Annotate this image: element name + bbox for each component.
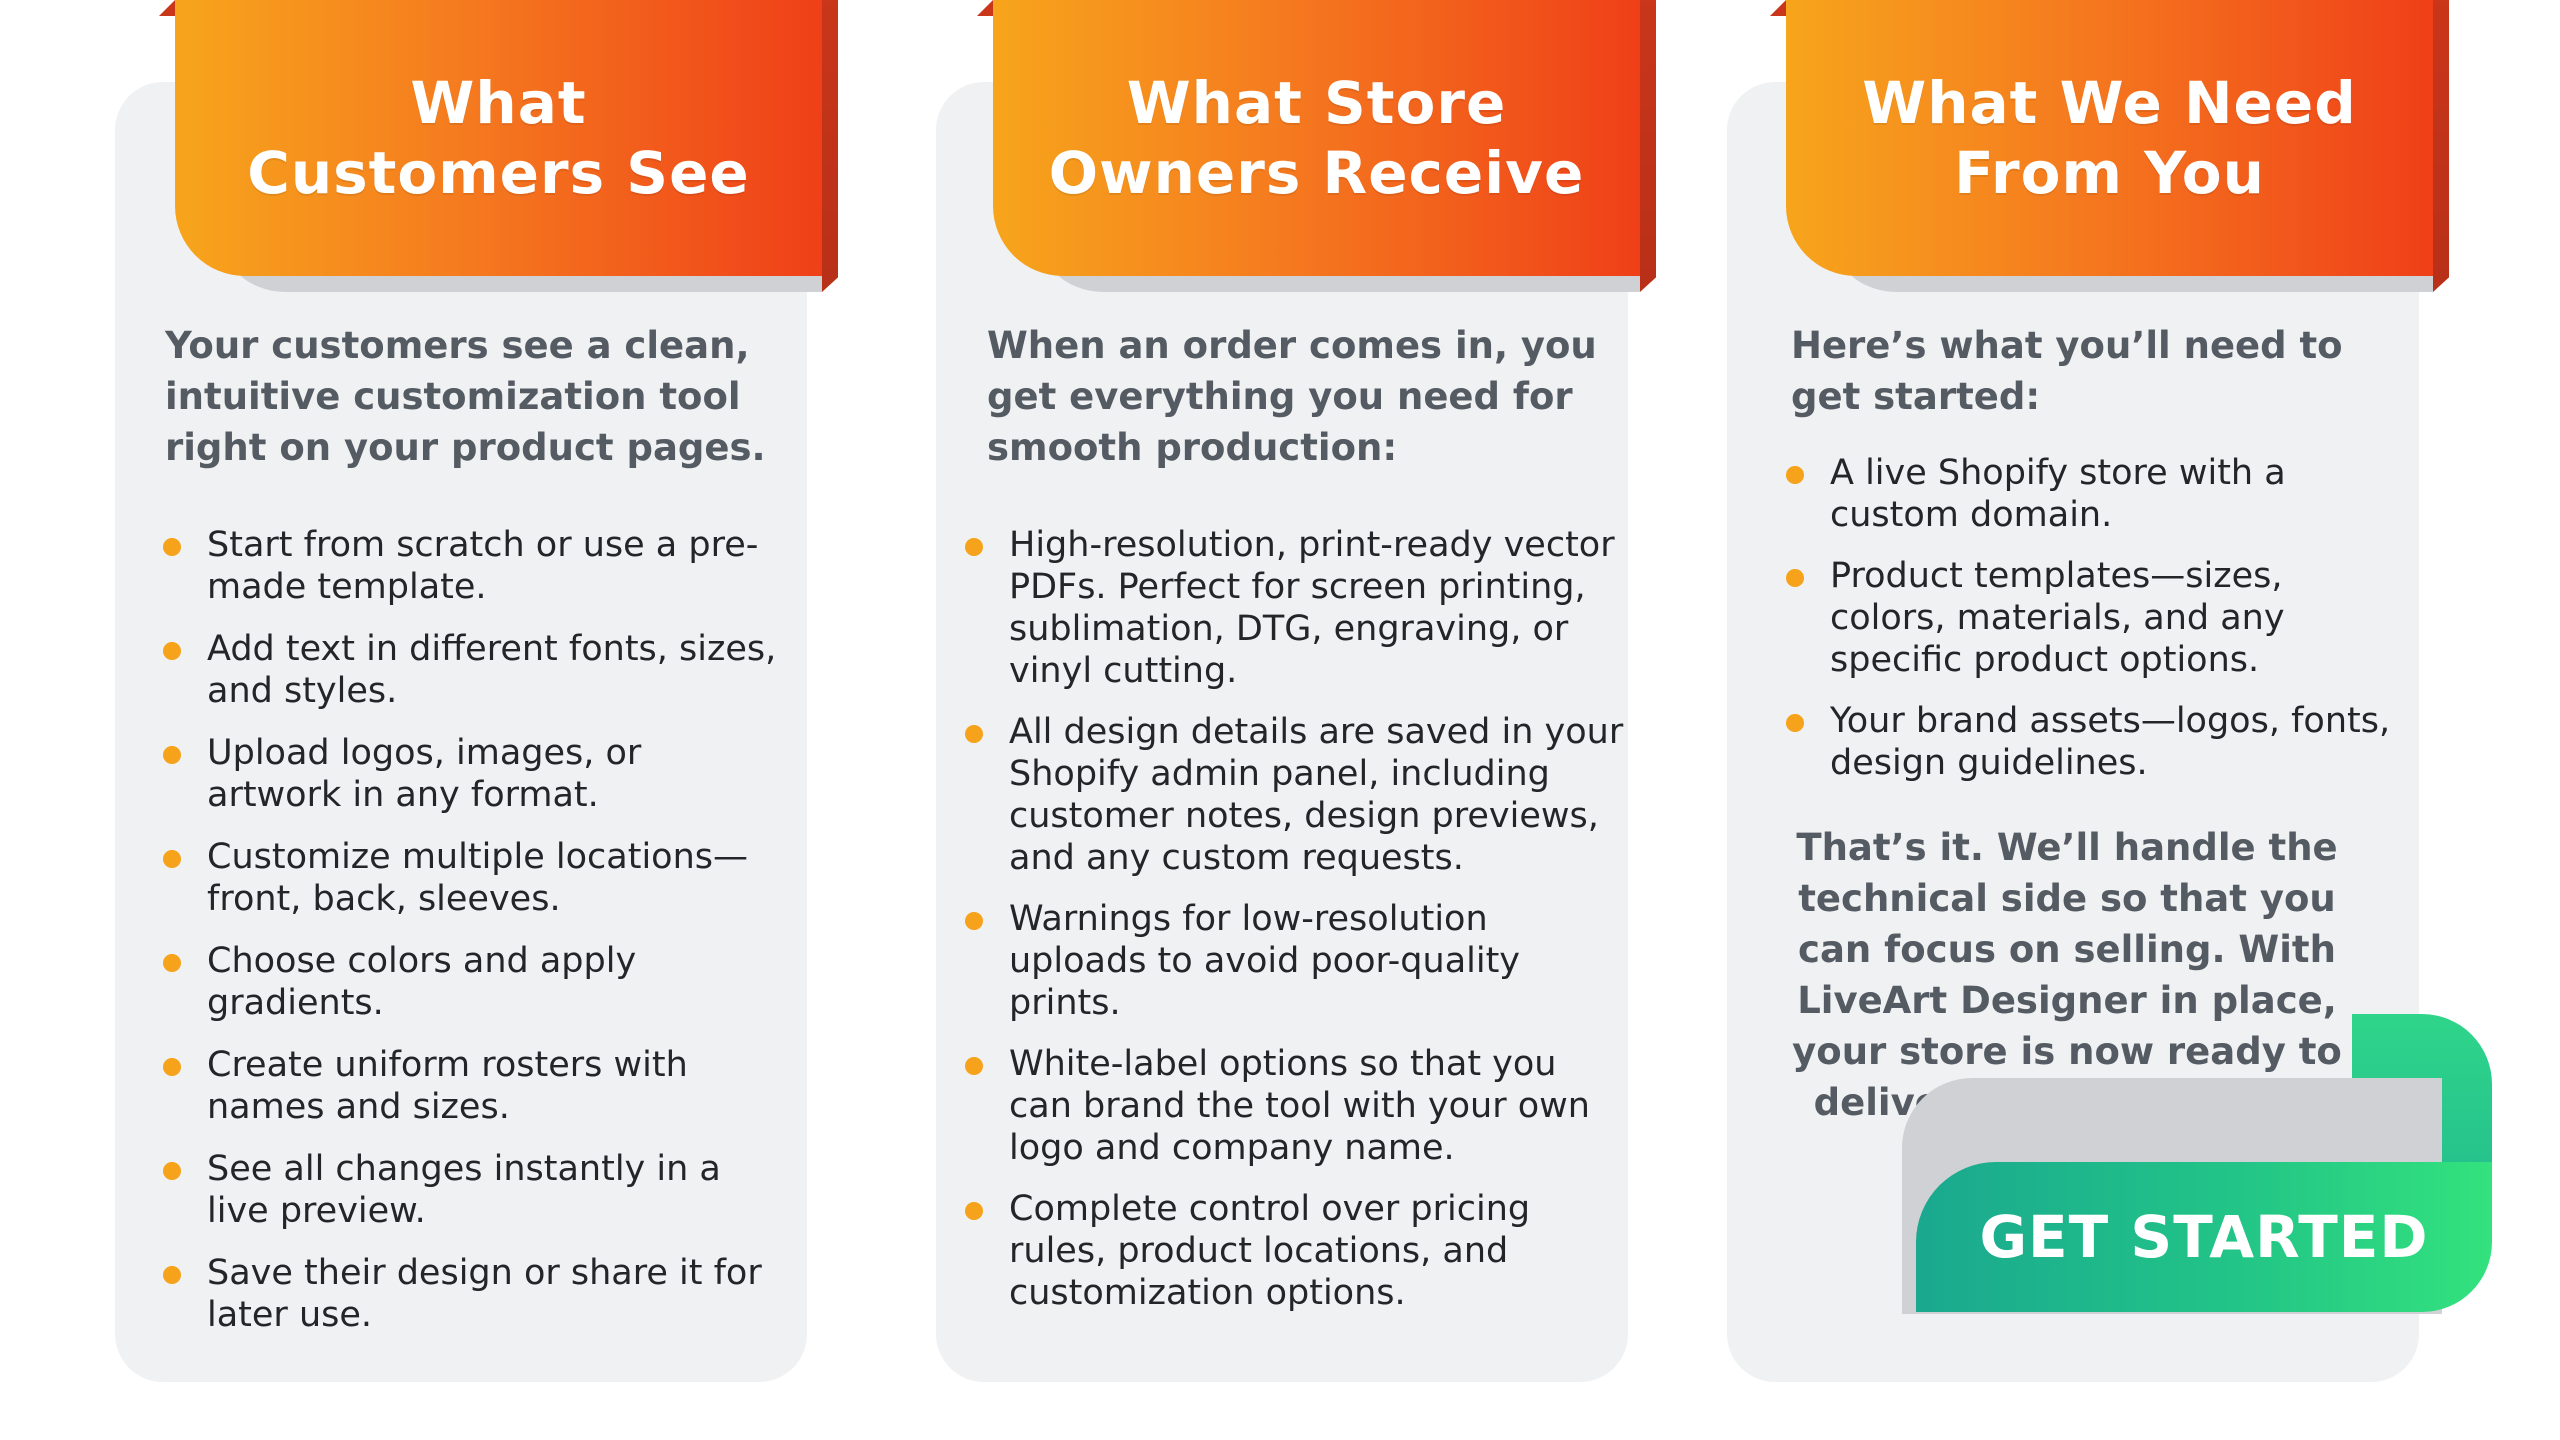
list-item: Choose colors and apply gradients. [163, 940, 783, 1024]
list-item: Complete control over pricing rules, pro… [965, 1188, 1625, 1314]
banner-title-requirements: What We Need From You [1830, 68, 2390, 208]
banner-title-customers: What Customers See [219, 68, 779, 208]
bullet-icon [1786, 466, 1804, 484]
banner-title-line1: What [410, 69, 587, 137]
list-item: A live Shopify store with a custom domai… [1786, 452, 2406, 536]
intro-store-owners: When an order comes in, you get everythi… [987, 324, 1597, 469]
list-item: Add text in different fonts, sizes, and … [163, 628, 783, 712]
bullet-icon [163, 1266, 181, 1284]
bullet-icon [163, 850, 181, 868]
banner-title-line1: What We Need [1862, 69, 2357, 137]
bullet-icon [163, 954, 181, 972]
bullet-icon [1786, 569, 1804, 587]
list-item: Save their design or share it for later … [163, 1252, 783, 1336]
banner-requirements: What We Need From You [1770, 0, 2449, 292]
intro-requirements: Here’s what you’ll need to get started: [1791, 324, 2343, 418]
list-item: Create uniform rosters with names and si… [163, 1044, 783, 1128]
list-item: Upload logos, images, or artwork in any … [163, 732, 783, 816]
cta-area: GET STARTED [1902, 1014, 2492, 1314]
bullet-icon [163, 1162, 181, 1180]
card-customers [115, 82, 807, 1382]
bullet-icon [163, 1058, 181, 1076]
list-item: See all changes instantly in a live prev… [163, 1148, 783, 1232]
get-started-button[interactable]: GET STARTED [1916, 1162, 2492, 1312]
banner-customers: What Customers See [159, 0, 838, 292]
banner-title-line1: What Store [1126, 69, 1507, 137]
bullet-icon [163, 538, 181, 556]
requirements-list: A live Shopify store with a custom domai… [1786, 452, 2406, 803]
feature-list-customers: Start from scratch or use a pre-made tem… [163, 524, 783, 1356]
list-item: White-label options so that you can bran… [965, 1043, 1625, 1169]
list-item: Warnings for low-resolution uploads to a… [965, 898, 1625, 1024]
intro-customers: Your customers see a clean, intuitive cu… [165, 324, 766, 469]
bullet-icon [965, 725, 983, 743]
card-store-owners [936, 82, 1628, 1382]
banner-title-line2: Owners Receive [1048, 139, 1585, 207]
closing-text: That’s it. We’ll handle the technical si… [1792, 826, 2342, 1175]
bullet-icon [965, 912, 983, 930]
list-item: Product templates—sizes, colors, materia… [1786, 555, 2406, 681]
bullet-icon [965, 538, 983, 556]
banner-store-owners: What Store Owners Receive [977, 0, 1656, 292]
bullet-icon [1786, 714, 1804, 732]
banner-title-line2: Customers See [247, 139, 750, 207]
list-item: Customize multiple locations—front, back… [163, 836, 783, 920]
bullet-icon [965, 1057, 983, 1075]
banner-title-line2: From You [1954, 139, 2265, 207]
banner-title-store-owners: What Store Owners Receive [1037, 68, 1597, 208]
feature-list-store-owners: High-resolution, print-ready vector PDFs… [965, 524, 1625, 1333]
bullet-icon [163, 746, 181, 764]
list-item: High-resolution, print-ready vector PDFs… [965, 524, 1625, 692]
list-item: Start from scratch or use a pre-made tem… [163, 524, 783, 608]
list-item: Your brand assets—logos, fonts, design g… [1786, 700, 2406, 784]
bullet-icon [965, 1202, 983, 1220]
bullet-icon [163, 642, 181, 660]
list-item: All design details are saved in your Sho… [965, 711, 1625, 879]
